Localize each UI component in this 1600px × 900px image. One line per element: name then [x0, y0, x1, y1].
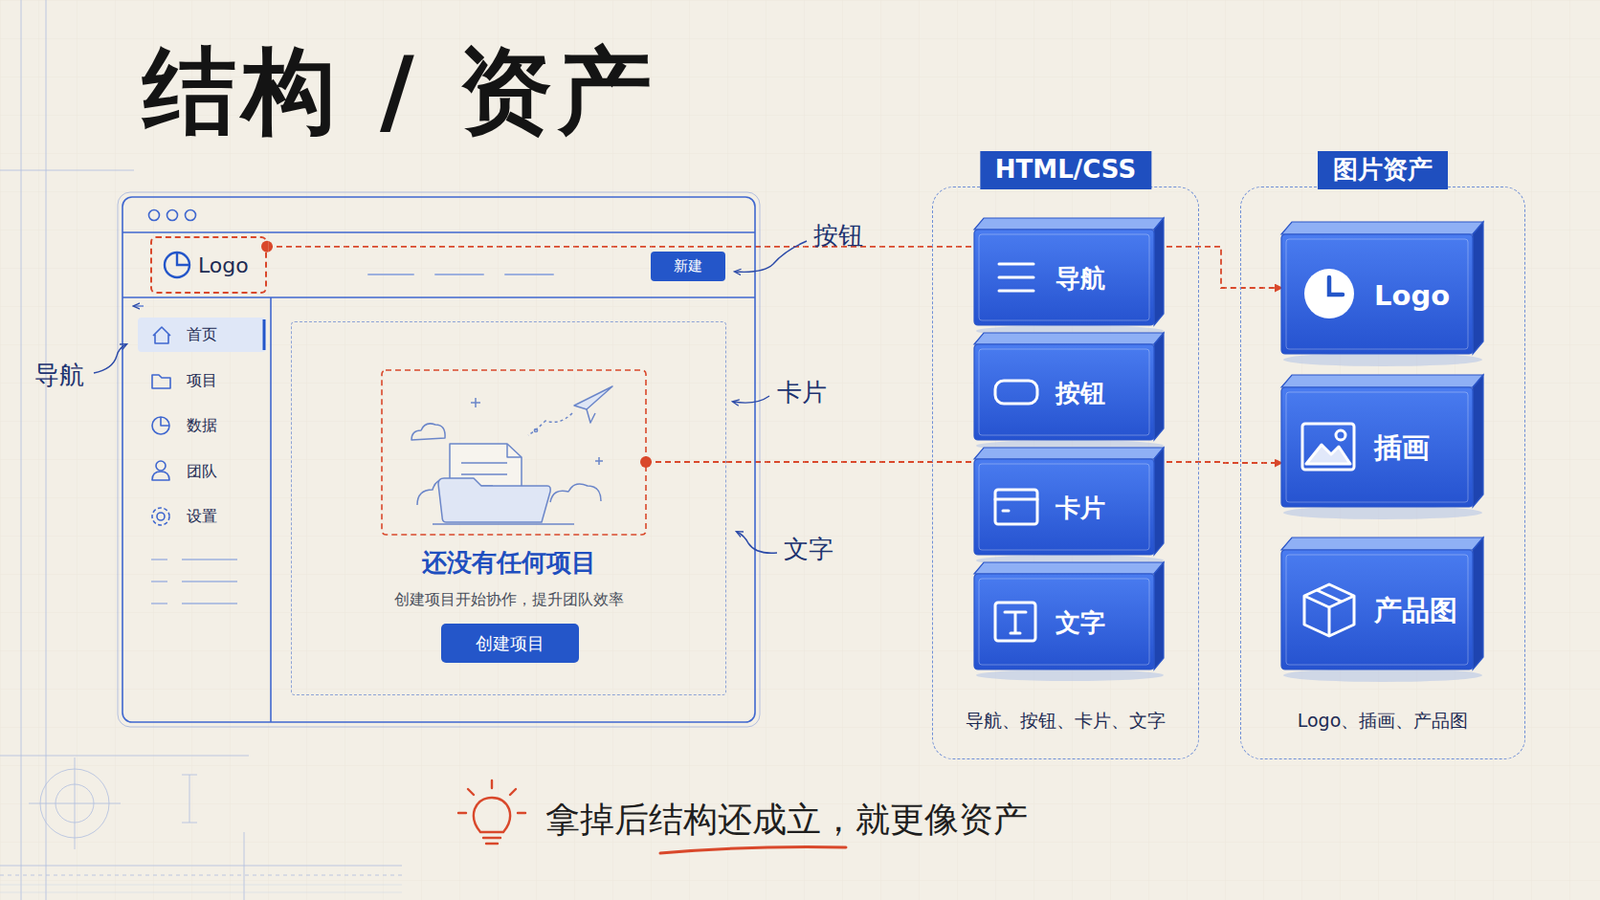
node-text: 按钮	[1055, 377, 1106, 411]
node-text: 卡片	[1055, 491, 1106, 526]
diagram-caption: 拿掉后结构还成立，就更像资产	[545, 798, 1028, 844]
asset-block: 插画	[1282, 388, 1474, 509]
node-text: 导航	[1055, 262, 1106, 296]
logo-slot: Logo	[150, 236, 267, 294]
node-subtext: 导航、按钮、卡片、文字	[933, 709, 1199, 734]
node-text: 插画	[1374, 429, 1430, 468]
card-area: 还没有任何项目创建项目开始协作，提升团队效率创建项目	[290, 321, 727, 696]
component-block: 按钮	[975, 345, 1156, 442]
node-subtext: Logo、插画、产品图	[1241, 709, 1525, 734]
asset-block: Logo	[1282, 235, 1474, 356]
nav-item: 设置	[186, 507, 218, 528]
callout-label: 文字	[783, 533, 834, 567]
callout-label: 卡片	[777, 376, 827, 410]
callout-label: 导航	[34, 358, 85, 393]
callout-label: 按钮	[813, 219, 864, 253]
new-button: 新建	[650, 251, 726, 282]
component-block: 卡片	[975, 460, 1156, 556]
nav-item: 数据	[186, 416, 218, 437]
nav-item: 项目	[186, 371, 218, 392]
node-text: 产品图	[1374, 592, 1458, 631]
diagram-title: 结构 / 资产	[142, 42, 658, 141]
html-css-group: HTML/CSS导航、按钮、卡片、文字导航按钮卡片文字	[932, 186, 1200, 760]
node-text: Logo	[198, 253, 249, 278]
nav-item: 首页	[186, 325, 218, 346]
nav-item: 团队	[186, 462, 218, 483]
node-subtext: 创建项目开始协作，提升团队效率	[291, 590, 726, 611]
image-asset-group: 图片资产Logo、插画、产品图Logo插画产品图	[1240, 186, 1526, 760]
node-text: 新建	[673, 257, 703, 276]
node-text: 创建项目	[475, 632, 545, 656]
node-text: 还没有任何项目	[291, 546, 726, 580]
asset-block: 产品图	[1282, 551, 1474, 671]
node-text: Logo	[1374, 279, 1450, 312]
node-text: 文字	[1055, 606, 1106, 641]
create-button: 创建项目	[441, 623, 579, 664]
component-block: 文字	[975, 575, 1156, 671]
node-text: 图片资产	[1317, 151, 1448, 190]
node-text: HTML/CSS	[979, 151, 1152, 190]
component-block: 导航	[975, 230, 1156, 327]
